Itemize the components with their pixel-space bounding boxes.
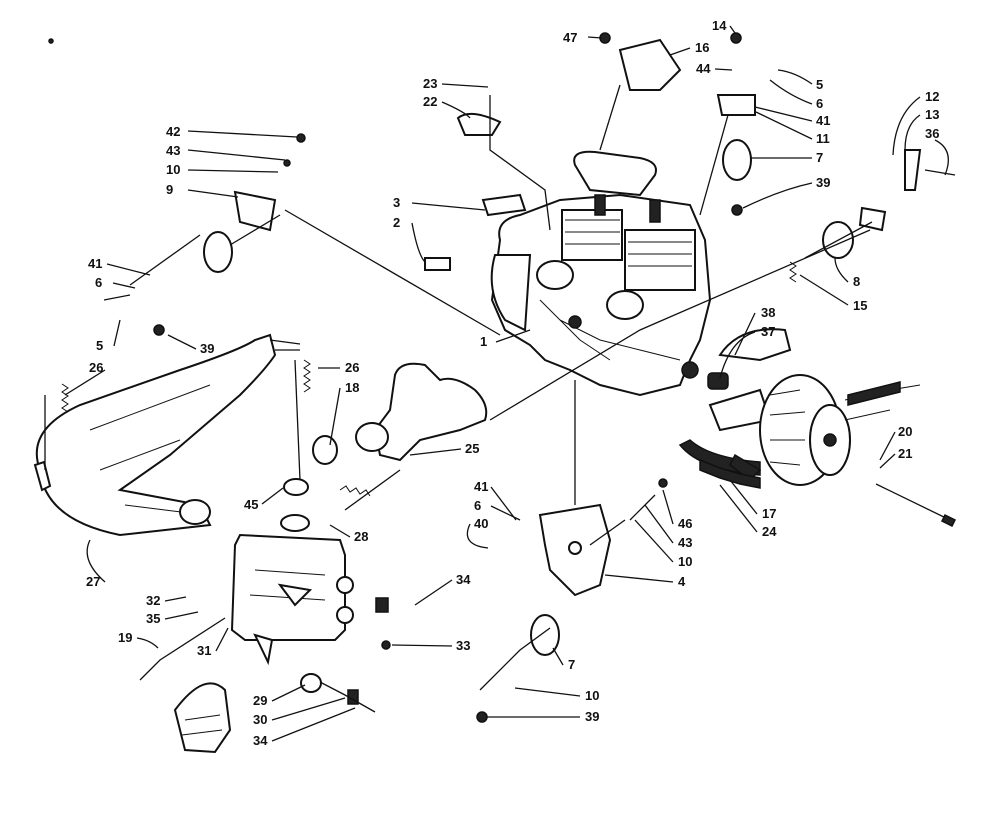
callout-label: 8 — [853, 274, 860, 289]
callout-label: 29 — [253, 693, 267, 708]
callout-label: 10 — [678, 554, 692, 569]
callout-label: 3 — [393, 195, 400, 210]
callout-label: 12 — [925, 89, 939, 104]
callout-label: 45 — [244, 497, 258, 512]
callout-label: 34 — [456, 572, 471, 587]
callout-label: 5 — [96, 338, 103, 353]
engine-bracket — [530, 503, 612, 656]
muffler — [230, 514, 391, 705]
callout-label: 6 — [816, 96, 823, 111]
heat-shield — [173, 682, 232, 754]
speck — [48, 38, 54, 44]
callout-label: 15 — [853, 298, 867, 313]
callout-label: 39 — [816, 175, 830, 190]
callout-label: 17 — [762, 506, 776, 521]
callout-label: 28 — [354, 529, 368, 544]
callout-label: 47 — [563, 30, 577, 45]
callout-label: 22 — [423, 94, 437, 109]
callout-label: 18 — [345, 380, 359, 395]
callout-label: 43 — [678, 535, 692, 550]
callout-label: 41 — [88, 256, 102, 271]
callout-label: 6 — [474, 498, 481, 513]
engine-assembly — [490, 150, 712, 397]
callout-labels: 47 14 16 44 5 6 41 11 7 39 23 22 12 13 3… — [86, 18, 939, 748]
callout-label: 5 — [816, 77, 823, 92]
callout-label: 36 — [925, 126, 939, 141]
callout-label: 39 — [585, 709, 599, 724]
callout-label: 40 — [474, 516, 488, 531]
bolts — [103, 169, 957, 528]
callout-label: 10 — [585, 688, 599, 703]
callout-label: 41 — [474, 479, 488, 494]
leader-lines — [44, 84, 873, 713]
callout-label: 27 — [86, 574, 100, 589]
exhaust-pipe — [33, 333, 277, 537]
callout-label: 46 — [678, 516, 692, 531]
callout-label: 32 — [146, 593, 160, 608]
callout-label: 4 — [678, 574, 686, 589]
callout-label: 1 — [480, 334, 487, 349]
callout-label: 21 — [898, 446, 912, 461]
callout-label: 39 — [200, 341, 214, 356]
callout-label: 6 — [95, 275, 102, 290]
springs — [61, 261, 797, 497]
callout-label: 24 — [762, 524, 777, 539]
callout-label: 38 — [761, 305, 775, 320]
drive-clutch — [678, 328, 921, 489]
callout-label: 7 — [816, 150, 823, 165]
callout-label: 11 — [816, 131, 830, 146]
callout-label: 26 — [345, 360, 359, 375]
callout-label: 13 — [925, 107, 939, 122]
callout-label: 42 — [166, 124, 180, 139]
callout-label: 25 — [465, 441, 479, 456]
callout-label: 37 — [761, 324, 775, 339]
callout-label: 44 — [696, 61, 711, 76]
callout-label: 41 — [816, 113, 830, 128]
callout-label: 35 — [146, 611, 160, 626]
callout-label: 19 — [118, 630, 132, 645]
callout-label: 20 — [898, 424, 912, 439]
callout-leaders — [64, 25, 949, 742]
callout-label: 10 — [166, 162, 180, 177]
callout-label: 30 — [253, 712, 267, 727]
callout-label: 26 — [89, 360, 103, 375]
callout-label: 16 — [695, 40, 709, 55]
exhaust-manifold — [283, 362, 488, 496]
callout-label: 7 — [568, 657, 575, 672]
callout-label: 33 — [456, 638, 470, 653]
callout-label: 2 — [393, 215, 400, 230]
callout-label: 34 — [253, 733, 268, 748]
callout-label: 31 — [197, 643, 211, 658]
callout-label: 23 — [423, 76, 437, 91]
callout-label: 9 — [166, 182, 173, 197]
callout-label: 43 — [166, 143, 180, 158]
callout-label: 14 — [712, 18, 727, 33]
